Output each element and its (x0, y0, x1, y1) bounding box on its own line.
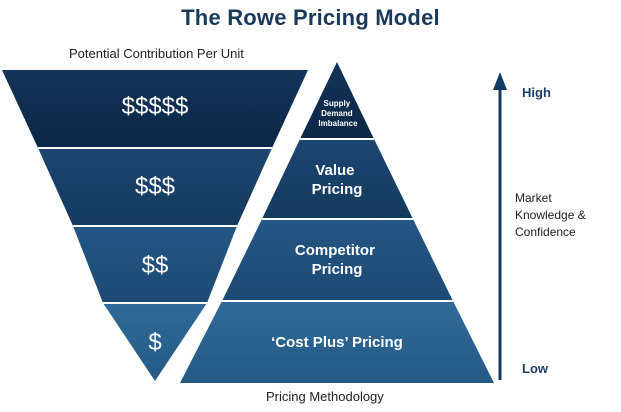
methodology-tier-3 (222, 219, 453, 301)
axis-label-line-1: Market (515, 191, 552, 205)
contribution-label-4: $ (148, 329, 161, 356)
axis-high-label: High (522, 85, 551, 100)
methodology-label-1: Supply Demand Imbalance (318, 99, 358, 128)
contribution-label-3: $$ (142, 252, 169, 279)
contribution-label-1: $$$$$ (122, 93, 189, 120)
axis-label: Market Knowledge & Confidence (515, 190, 586, 241)
methodology-label-4: ‘Cost Plus’ Pricing (271, 334, 403, 351)
contribution-band-3 (73, 226, 237, 303)
up-arrow-icon (493, 72, 507, 380)
methodology-pyramid: Supply Demand Imbalance Value Pricing Co… (180, 62, 494, 383)
left-caption: Potential Contribution Per Unit (69, 46, 244, 61)
methodology-label-3: Competitor Pricing (295, 242, 379, 278)
contribution-funnel: $$$$$ $$$ $$ $ (2, 70, 308, 381)
bottom-caption: Pricing Methodology (266, 389, 384, 404)
contribution-band-1 (2, 70, 308, 148)
contribution-band-4 (103, 303, 207, 381)
page-title: The Rowe Pricing Model (181, 5, 440, 30)
methodology-tier-4 (180, 301, 494, 383)
contribution-band-2 (38, 148, 272, 226)
methodology-tier-1 (300, 62, 374, 139)
methodology-label-2: Value Pricing (312, 162, 363, 198)
axis-label-line-2: Knowledge & (515, 208, 586, 222)
axis-low-label: Low (522, 361, 548, 376)
axis-label-line-3: Confidence (515, 225, 576, 239)
methodology-tier-2 (262, 139, 413, 219)
contribution-label-2: $$$ (135, 173, 175, 200)
